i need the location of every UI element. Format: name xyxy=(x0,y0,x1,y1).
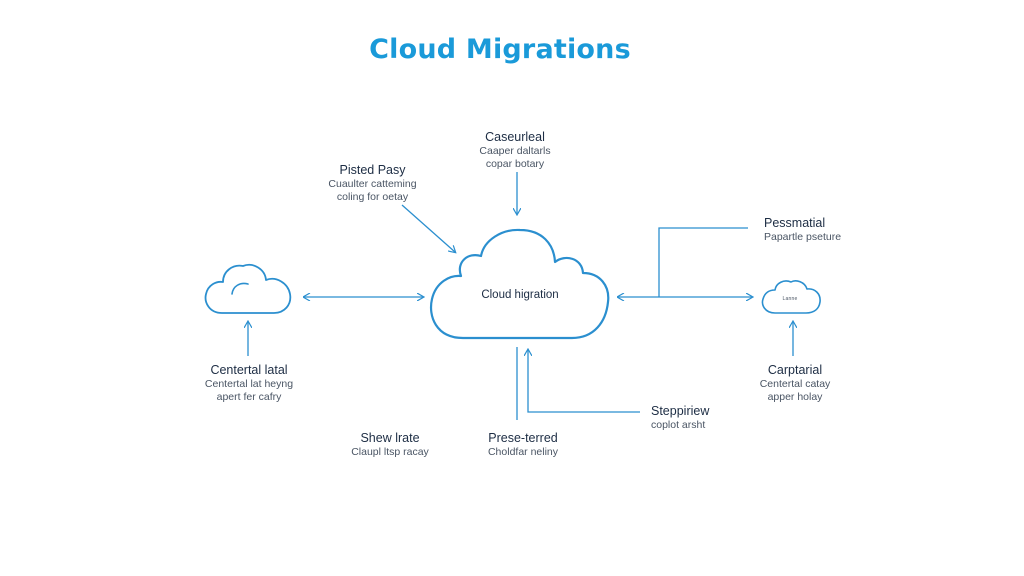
upper-left-label: Pisted Pasy Cuaulter catteming coling fo… xyxy=(310,163,435,203)
upper-right-label-sub-1: Papartle pseture xyxy=(764,231,842,243)
bottom-right-label-title: Steppiriew xyxy=(651,404,710,418)
bottom-left-label-title: Shew lrate xyxy=(360,431,420,445)
left-cloud-detail xyxy=(231,282,249,295)
right-cloud-caption-title: Carptarial xyxy=(767,363,823,377)
bottom-left-label: Shew lrate Claupl ltsp racay xyxy=(330,431,450,459)
left-cloud-caption: Centertal latal Centertal lat heyng aper… xyxy=(190,363,308,403)
bottom-right-label: Steppiriew coplot arsht xyxy=(651,404,741,432)
bottom-left-label-sub-1: Claupl ltsp racay xyxy=(351,446,429,458)
left-cloud-shape xyxy=(204,264,292,314)
right-cloud-caption-sub-1: Centertal catay xyxy=(759,378,831,390)
upper-right-label: Pessmatial Papartle pseture xyxy=(764,216,874,244)
upper-left-arrow xyxy=(401,204,455,252)
bottom-center-label-title: Prese-terred xyxy=(488,431,558,445)
bottom-center-label: Prese-terred Choldfar neliny xyxy=(468,431,578,459)
top-label: Caseurleal Caaper daltarls copar botary xyxy=(455,130,575,170)
right-cloud-caption-sub-2: apper holay xyxy=(767,390,823,403)
center-cloud-label: Cloud higration xyxy=(481,289,559,301)
upper-left-label-sub-1: Cuaulter catteming xyxy=(328,178,417,190)
upper-left-label-sub-2: coling for oetay xyxy=(336,190,409,203)
upper-left-label-title: Pisted Pasy xyxy=(339,163,406,177)
top-label-sub-1: Caaper daltarls xyxy=(479,145,551,157)
upper-right-connector xyxy=(658,227,748,297)
top-label-sub-2: copar botary xyxy=(485,157,545,170)
upper-right-label-title: Pessmatial xyxy=(764,216,826,230)
left-cloud-caption-sub-1: Centertal lat heyng xyxy=(204,378,294,390)
top-label-title: Caseurleal xyxy=(485,130,545,144)
bottom-right-connector xyxy=(528,350,640,413)
left-cloud-caption-sub-2: apert fer cafry xyxy=(216,390,282,403)
right-cloud-caption: Carptarial Centertal catay apper holay xyxy=(740,363,850,403)
left-cloud-caption-title: Centertal latal xyxy=(210,363,288,377)
right-cloud-shape xyxy=(761,280,821,314)
bottom-center-label-sub-1: Choldfar neliny xyxy=(487,446,559,458)
right-cloud-inner-text: Lanne xyxy=(782,296,798,302)
center-cloud-shape xyxy=(430,228,610,340)
bottom-right-label-sub-1: coplot arsht xyxy=(651,419,706,431)
diagram-title: Cloud Migrations xyxy=(369,34,631,65)
